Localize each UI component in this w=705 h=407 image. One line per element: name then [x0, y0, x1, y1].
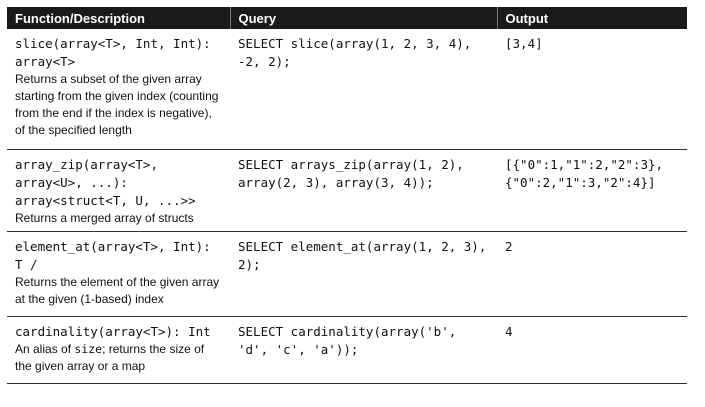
query-text: SELECT slice(array(1, 2, 3, 4), -2, 2);: [238, 36, 479, 69]
output-cell: 4: [497, 316, 687, 384]
function-description: An alias of size; returns the size of th…: [15, 341, 222, 375]
function-description: Returns a merged array of structs: [15, 211, 194, 225]
output-cell: 2: [497, 231, 687, 317]
function-signature: array_zip(array<T>, array<U>, ...): arra…: [15, 157, 196, 208]
header-output: Output: [496, 7, 687, 29]
header-query: Query: [229, 7, 497, 29]
table-row: element_at(array<T>, Int): T / Returns t…: [7, 231, 687, 317]
query-cell: SELECT slice(array(1, 2, 3, 4), -2, 2);: [230, 29, 497, 150]
function-signature: slice(array<T>, Int, Int): array<T>: [15, 36, 219, 69]
table-row: slice(array<T>, Int, Int): array<T> Retu…: [7, 29, 687, 150]
header-row: Function/Description Query Output: [7, 7, 687, 29]
function-cell: cardinality(array<T>): Int An alias of s…: [7, 316, 230, 384]
output-text: 4: [505, 324, 513, 339]
function-cell: array_zip(array<T>, array<U>, ...): arra…: [7, 149, 230, 232]
description-code: size: [74, 342, 103, 356]
output-cell: [{"0":1,"1":2,"2":3}, {"0":2,"1":3,"2":4…: [497, 149, 687, 232]
output-text: 2: [505, 239, 513, 254]
query-cell: SELECT cardinality(array('b', 'd', 'c', …: [230, 316, 497, 384]
description-text: An alias of: [15, 342, 75, 356]
output-text: [3,4]: [505, 36, 543, 51]
query-cell: SELECT arrays_zip(array(1, 2), array(2, …: [230, 149, 497, 232]
function-cell: element_at(array<T>, Int): T / Returns t…: [7, 231, 230, 317]
output-cell: [3,4]: [497, 29, 687, 150]
query-text: SELECT cardinality(array('b', 'd', 'c', …: [238, 324, 464, 357]
description-text: ; returns the size of the given array or…: [15, 342, 205, 373]
query-text: SELECT element_at(array(1, 2, 3), 2);: [238, 239, 494, 272]
function-cell: slice(array<T>, Int, Int): array<T> Retu…: [7, 29, 230, 150]
function-description: Returns the element of the given array a…: [15, 275, 220, 306]
output-text: [{"0":1,"1":2,"2":3}, {"0":2,"1":3,"2":4…: [505, 157, 671, 190]
table-row: array_zip(array<T>, array<U>, ...): arra…: [7, 149, 687, 232]
query-cell: SELECT element_at(array(1, 2, 3), 2);: [230, 231, 497, 317]
header-function-description: Function/Description: [7, 7, 230, 29]
table-row: cardinality(array<T>): Int An alias of s…: [7, 316, 687, 384]
query-text: SELECT arrays_zip(array(1, 2), array(2, …: [238, 157, 472, 190]
function-description: Returns a subset of the given array star…: [15, 72, 219, 137]
array-functions-table: Function/Description Query Output slice(…: [7, 7, 687, 384]
function-signature: element_at(array<T>, Int): T /: [15, 239, 219, 272]
function-signature: cardinality(array<T>): Int: [15, 324, 211, 339]
